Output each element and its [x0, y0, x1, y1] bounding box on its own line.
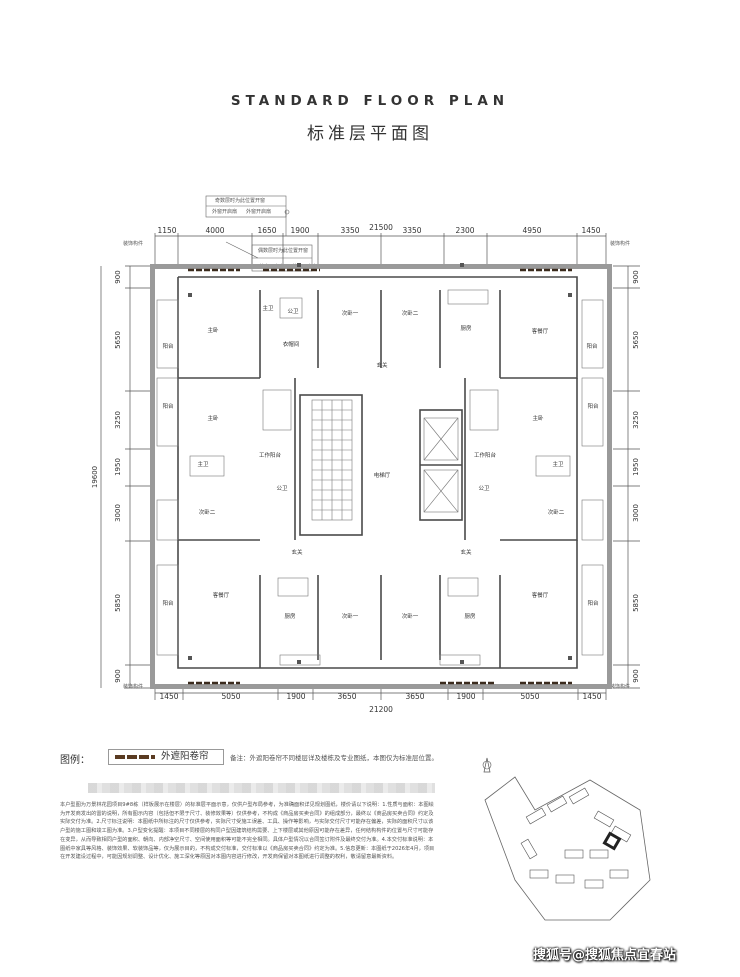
room-label: 主卧 — [207, 326, 219, 334]
watermark: 搜狐号@搜狐焦点宜春站 — [533, 948, 677, 963]
top-dim: 3350 — [402, 226, 421, 235]
bottom-dim: 1450 — [159, 692, 178, 701]
room-label: 阳台 — [162, 599, 174, 607]
blurred-text-band — [88, 783, 435, 793]
room-label: 衣帽间 — [283, 340, 300, 348]
window-note: 外窗开启扇 — [246, 208, 271, 215]
room-label: 客餐厅 — [213, 591, 230, 599]
edge-label: 装饰构件 — [610, 683, 630, 690]
site-key-plan — [482, 757, 651, 921]
left-dim: 900 — [114, 669, 122, 682]
page-title-en: STANDARD FLOOR PLAN — [230, 93, 510, 109]
right-dim: 900 — [632, 270, 640, 283]
right-dim: 3000 — [632, 504, 640, 522]
top-dim: 1650 — [257, 226, 276, 235]
room-label: 厨房 — [460, 324, 472, 332]
bottom-dim: 3650 — [405, 692, 424, 701]
edge-label: 装饰构件 — [123, 240, 143, 247]
bottom-dim: 3650 — [337, 692, 356, 701]
legend-item: 外遮阳卷帘 — [108, 749, 224, 765]
room-label: 玄关 — [460, 548, 472, 556]
left-dim: 5850 — [114, 594, 122, 612]
bottom-dim: 1450 — [582, 692, 601, 701]
room-label: 主卫 — [262, 304, 274, 312]
room-label: 主卧 — [532, 414, 544, 422]
right-dim: 900 — [632, 669, 640, 682]
room-label: 厨房 — [284, 612, 296, 620]
bottom-dim: 1900 — [286, 692, 305, 701]
legend-item-label: 外遮阳卷帘 — [161, 751, 209, 762]
room-label: 次卧一 — [342, 612, 359, 620]
top-dim: 4000 — [205, 226, 224, 235]
room-label: 主卫 — [552, 460, 564, 468]
room-label: 阳台 — [162, 402, 174, 410]
room-label: 公卫 — [287, 308, 299, 315]
room-label: 公卫 — [478, 485, 490, 492]
room-label: 主卫 — [197, 460, 209, 468]
room-label: 厨房 — [464, 612, 476, 620]
left-dim: 3250 — [114, 411, 122, 429]
top-dim: 1150 — [157, 226, 176, 235]
shutter-swatch — [115, 755, 155, 759]
bottom-dim: 5050 — [221, 692, 240, 701]
right-dim: 5650 — [632, 331, 640, 349]
legend-note: 备注：外遮阳卷帘不同楼层详及楼栋及专业图纸，本图仅为标准层位置。 — [230, 754, 438, 762]
window-note: 奇数层时为此位置开窗 — [215, 197, 265, 204]
right-dim: 3250 — [632, 411, 640, 429]
top-dim: 1900 — [290, 226, 309, 235]
top-total-dim: 21500 — [369, 223, 393, 232]
top-dim: 3350 — [340, 226, 359, 235]
room-label: 客餐厅 — [532, 327, 549, 335]
room-label: 阳台 — [587, 402, 599, 410]
room-label: 工作阳台 — [259, 451, 282, 459]
left-total-dim: 19600 — [91, 466, 99, 488]
left-dim: 1950 — [114, 458, 122, 476]
top-dim: 4950 — [522, 226, 541, 235]
room-label: 次卧一 — [402, 612, 419, 620]
room-label: 次卧二 — [402, 309, 419, 317]
bottom-dim: 5050 — [520, 692, 539, 701]
top-dim: 2300 — [455, 226, 474, 235]
top-dim: 1450 — [581, 226, 600, 235]
room-label: 阳台 — [586, 342, 598, 350]
bottom-dim: 1900 — [456, 692, 475, 701]
page-title-cn: 标准层平面图 — [307, 124, 433, 144]
edge-label: 装饰构件 — [123, 683, 143, 690]
room-label: 客餐厅 — [532, 591, 549, 599]
disclaimer-text: 本户型图为万景林花园项目9#8栋（样板展示在楼层）的标准层平面示意，仅供户型布局… — [60, 802, 435, 861]
room-label: 阳台 — [587, 599, 599, 607]
window-note: 外窗开启扇 — [212, 208, 237, 215]
room-label: 次卧二 — [199, 508, 216, 516]
edge-label: 装饰构件 — [610, 240, 630, 247]
bottom-total-dim: 21200 — [369, 705, 393, 714]
left-dim: 900 — [114, 270, 122, 283]
room-label: 阳台 — [162, 342, 174, 350]
legend-label: 图例： — [60, 755, 90, 766]
room-label: 主卧 — [207, 414, 219, 422]
window-note: 偶数层时为此位置开窗 — [258, 247, 308, 254]
left-dim: 3000 — [114, 504, 122, 522]
room-label: 公卫 — [276, 485, 288, 492]
room-label: 玄关 — [376, 361, 388, 369]
room-label: 电梯厅 — [374, 471, 391, 479]
right-dim: 5850 — [632, 594, 640, 612]
room-label: 玄关 — [291, 548, 303, 556]
room-label: 工作阳台 — [474, 451, 497, 459]
room-label: 次卧一 — [342, 309, 359, 317]
right-dim: 1950 — [632, 458, 640, 476]
room-label: 次卧二 — [548, 508, 565, 516]
left-dim: 5650 — [114, 331, 122, 349]
